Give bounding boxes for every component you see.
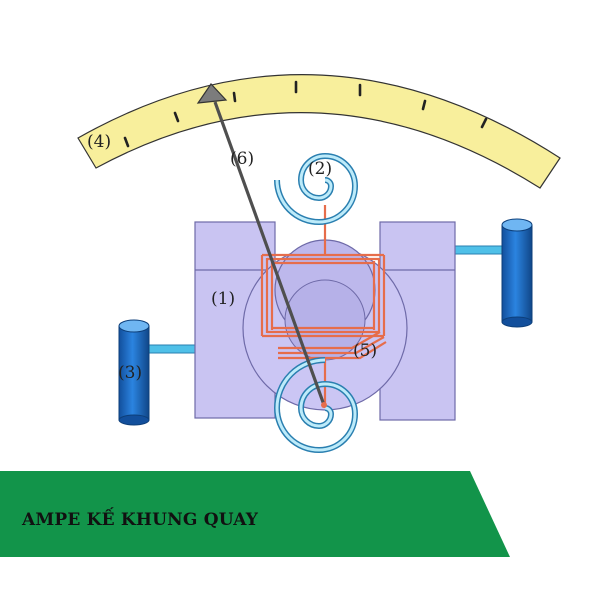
label-2: (2) [308, 159, 332, 179]
pointer-needle [196, 83, 327, 408]
title-banner [0, 471, 510, 557]
spring-coil-bottom [273, 357, 359, 454]
label-3: (3) [118, 363, 142, 383]
label-4: (4) [87, 132, 111, 152]
coil-frame [260, 205, 387, 408]
label-1: (1) [211, 289, 235, 309]
label-5: (5) [353, 341, 377, 361]
banner-title: AMPE KẾ KHUNG QUAY [22, 510, 259, 530]
scale-tick-marks [123, 80, 488, 148]
label-6: (6) [230, 149, 254, 169]
terminal-post-right [454, 218, 533, 328]
spring-coil-top [274, 152, 359, 226]
